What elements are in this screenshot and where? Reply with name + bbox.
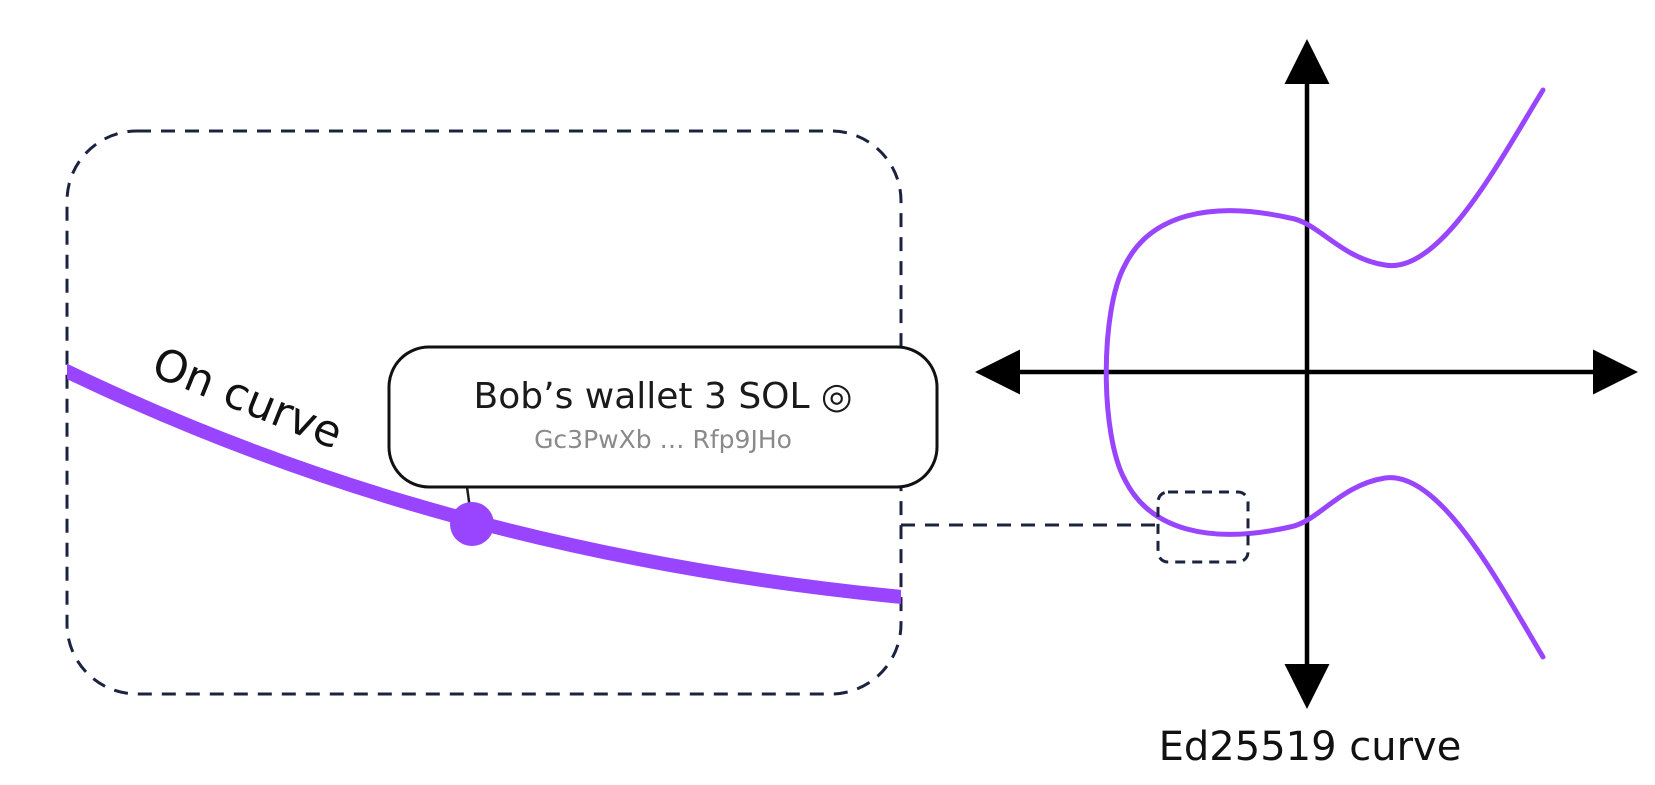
zoom-panel: On curve Bob’s wallet 3 SOL ◎ Gc3PwXb … … [65, 129, 939, 696]
wallet-card-box [387, 345, 939, 489]
zoom-region-marker [1156, 490, 1250, 564]
wallet-address: Gc3PwXb … Rfp9JHo [534, 425, 792, 454]
wallet-title: Bob’s wallet 3 SOL ◎ [474, 376, 853, 417]
curve-caption: Ed25519 curve [1159, 724, 1462, 770]
wallet-point-marker [450, 502, 494, 546]
wallet-card: Bob’s wallet 3 SOL ◎ Gc3PwXb … Rfp9JHo [387, 345, 939, 489]
curve-plot: Ed25519 curve [975, 39, 1638, 770]
elliptic-curve [1103, 87, 1546, 660]
zoomed-curve-segment [67, 361, 901, 604]
